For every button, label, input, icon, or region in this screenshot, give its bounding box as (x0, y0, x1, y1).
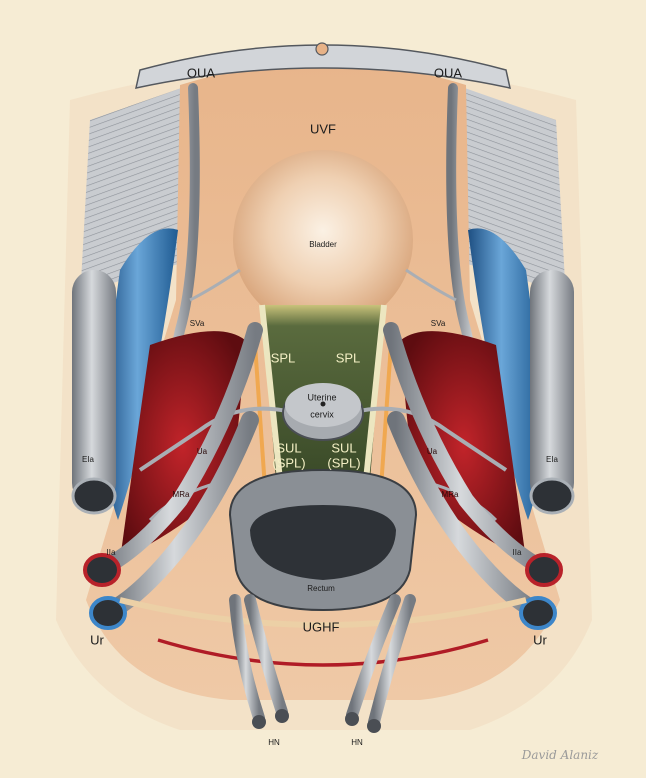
label-eia-right: EIa (545, 455, 559, 464)
label-iia-left: IIa (106, 548, 116, 557)
left-sva (189, 268, 241, 302)
label-oua-left: OUA (186, 65, 216, 81)
right-iia-opening (525, 553, 563, 587)
label-uvf: UVF (310, 121, 336, 137)
left-internal-iliac (92, 322, 263, 578)
right-internal-iliac (383, 322, 554, 578)
label-sul-right-2: (SPL) (327, 455, 361, 471)
label-sul-left-2: (SPL) (272, 455, 306, 471)
label-cervix-line1: Uterine (307, 392, 337, 403)
right-hypogastric-nerve-a (346, 594, 401, 721)
label-ua-right: Ua (426, 447, 438, 456)
label-sva-right: SVa (430, 319, 446, 328)
obliterated-umbilical-artery-band (135, 44, 511, 89)
right-uterine-artery (353, 406, 508, 472)
rectum-lumen (250, 505, 396, 580)
label-ua-left: Ua (196, 447, 208, 456)
label-mra-right: MRa (441, 490, 459, 499)
label-eia-left: EIa (81, 455, 95, 464)
label-spl-left: SPL (270, 350, 296, 366)
left-uterine-artery (138, 406, 293, 472)
bladder (233, 150, 413, 330)
left-iia-opening (83, 553, 121, 587)
label-iia-right: IIa (512, 548, 522, 557)
left-external-iliac (72, 270, 116, 505)
label-hn-left: HN (268, 738, 280, 747)
label-bladder: Bladder (309, 240, 337, 249)
artist-signature: David Alaniz (521, 748, 599, 762)
red-line (157, 638, 489, 667)
left-hypogastric-nerve-b (244, 594, 288, 718)
label-mra-left: MRa (172, 490, 190, 499)
left-blue-muscle (103, 228, 178, 520)
label-sul-left-1: SUL (276, 440, 302, 456)
label-ur-left: Ur (90, 632, 104, 648)
left-hypogastric-nerve-a (229, 594, 265, 724)
right-external-iliac (530, 270, 574, 505)
right-blue-muscle (468, 228, 543, 520)
label-oua-right: OUA (433, 65, 463, 81)
right-sva (405, 268, 457, 302)
ughf-band (119, 597, 527, 628)
label-rectum: Rectum (307, 584, 335, 593)
label-sul-right-1: SUL (331, 440, 357, 456)
right-red-fossa (401, 331, 526, 560)
label-ughf: UGHF (302, 619, 340, 635)
right-ur-opening (519, 596, 557, 630)
label-sva-left: SVa (189, 319, 205, 328)
urachus (315, 42, 329, 56)
label-ur-right: Ur (533, 632, 547, 648)
label-cervix-line2: cervix (310, 409, 334, 420)
left-red-fossa (120, 331, 245, 560)
left-ur-opening (89, 596, 127, 630)
label-spl-right: SPL (335, 350, 361, 366)
label-hn-right: HN (351, 738, 363, 747)
right-hypogastric-nerve-b (368, 594, 416, 728)
